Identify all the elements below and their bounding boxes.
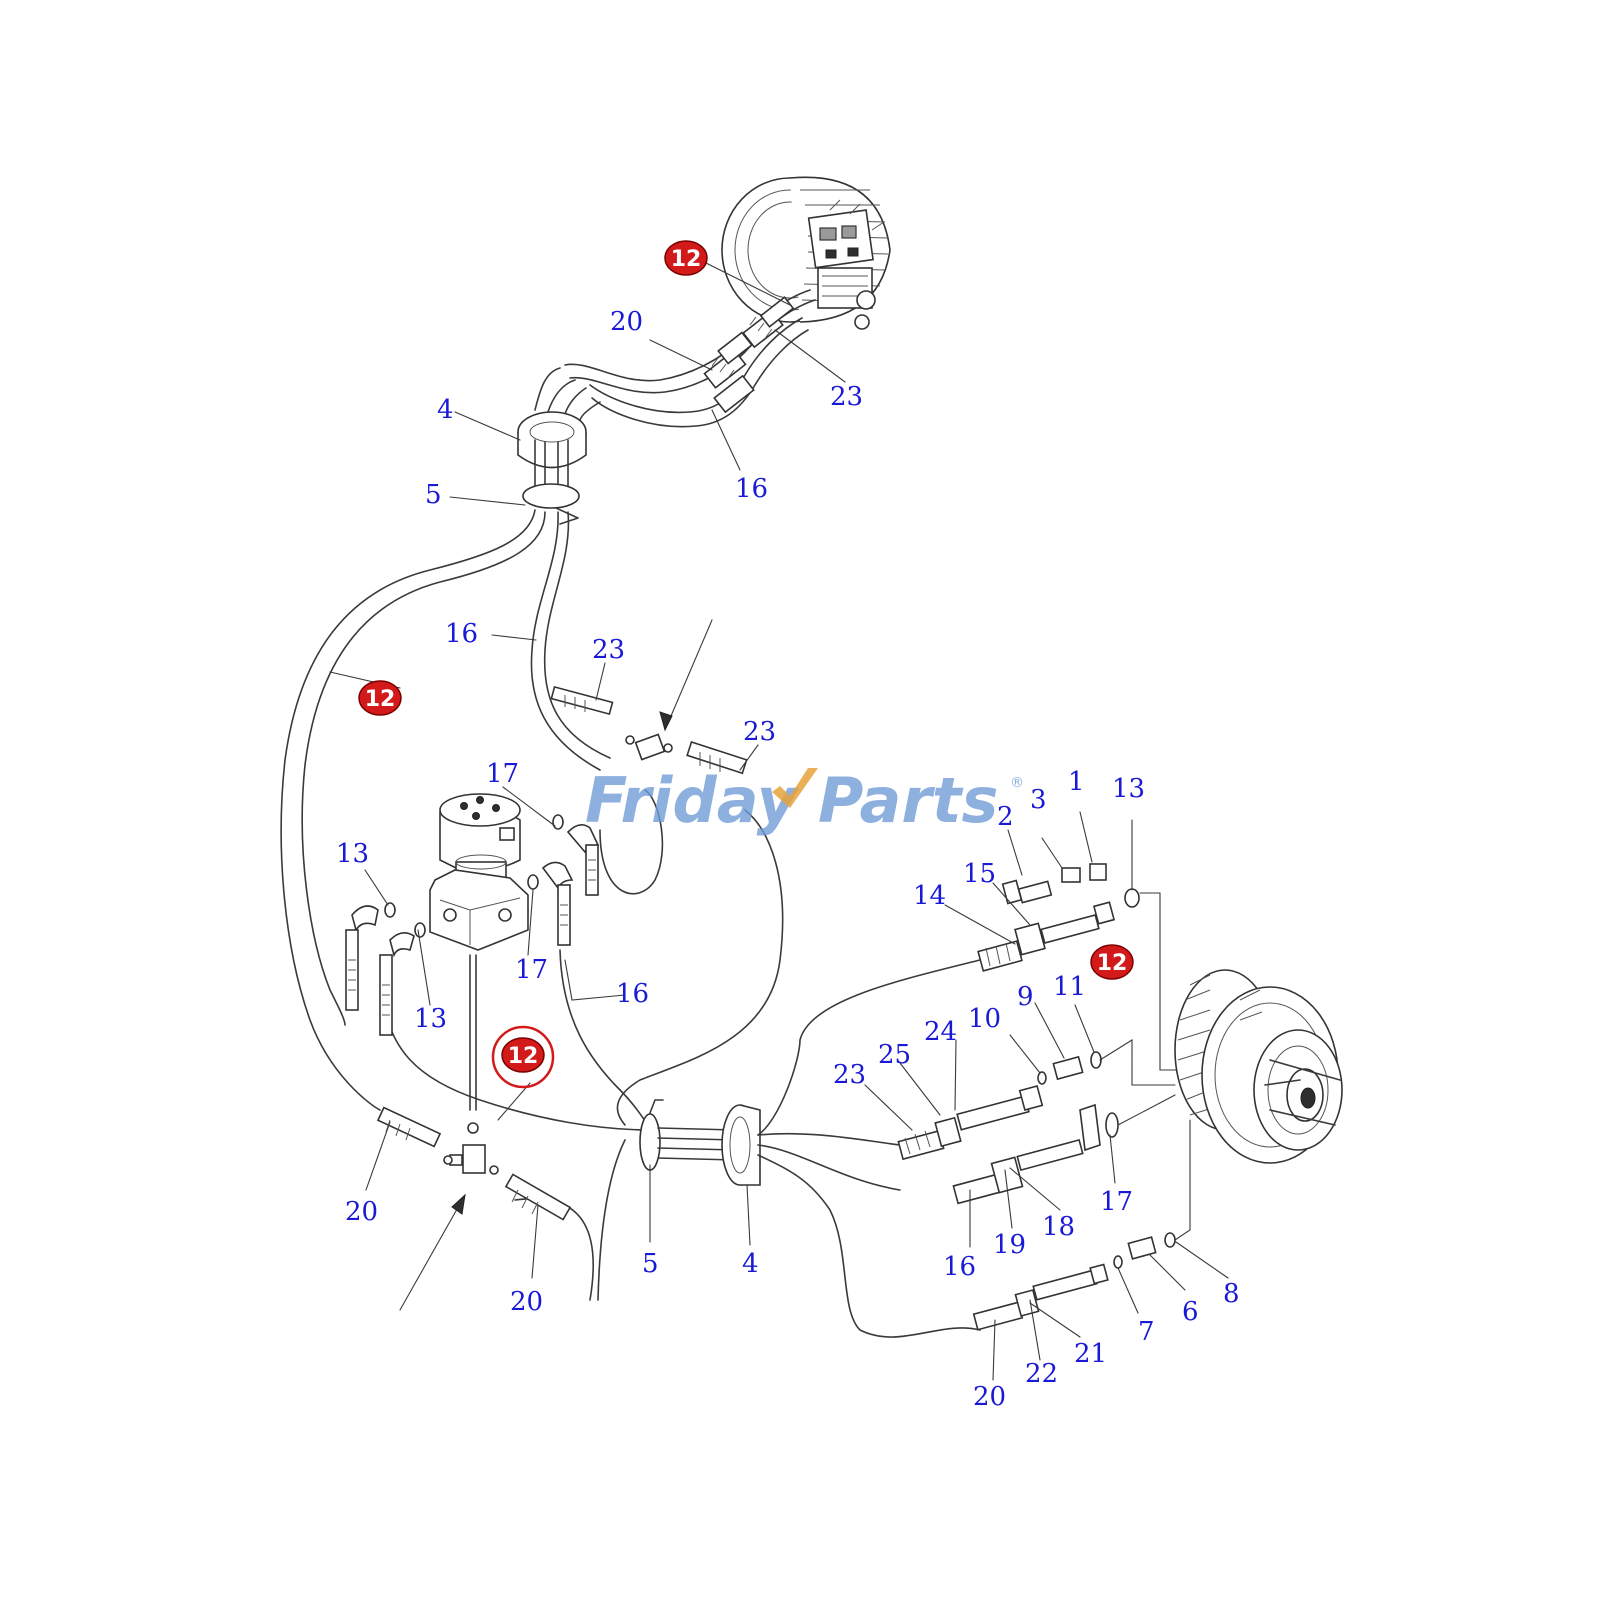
label-16: 16 <box>616 979 649 1009</box>
label-22: 22 <box>1025 1359 1058 1389</box>
label-24: 24 <box>924 1017 957 1047</box>
label-23: 23 <box>833 1060 866 1090</box>
label-25: 25 <box>878 1040 911 1070</box>
label-20: 20 <box>345 1197 378 1227</box>
lower-tee <box>376 1106 572 1311</box>
upper-clamps <box>517 411 587 525</box>
label-5: 5 <box>425 480 442 510</box>
label-15: 15 <box>963 859 996 889</box>
lower-clamps <box>639 959 981 1338</box>
leader-lines <box>329 259 1229 1381</box>
label-2: 2 <box>997 802 1014 832</box>
label-17: 17 <box>486 759 519 789</box>
watermark: Friday Parts ® <box>585 764 1024 837</box>
label-17: 17 <box>515 955 548 985</box>
left-fittings <box>345 902 426 1036</box>
label-6: 6 <box>1182 1297 1199 1327</box>
label-4: 4 <box>437 395 454 425</box>
label-13: 13 <box>414 1004 447 1034</box>
badge-12-top: 12 <box>664 240 708 276</box>
part-labels: 20 23 4 16 5 16 23 23 17 13 17 13 16 20 … <box>336 307 1240 1412</box>
label-13: 13 <box>1112 774 1145 804</box>
long-hoses <box>280 509 784 1301</box>
label-16: 16 <box>943 1252 976 1282</box>
right-assembly <box>897 863 1191 1331</box>
badge-12-text: 12 <box>671 247 702 272</box>
badge-12-text: 12 <box>365 687 396 712</box>
label-1: 1 <box>1068 767 1085 797</box>
label-16: 16 <box>445 619 478 649</box>
label-10: 10 <box>968 1004 1001 1034</box>
watermark-brand-left: Friday <box>585 764 800 837</box>
label-20: 20 <box>610 307 643 337</box>
badge-12-left: 12 <box>358 680 402 716</box>
label-18: 18 <box>1042 1212 1075 1242</box>
bottom-travel-motor <box>1174 969 1343 1164</box>
watermark-check-icon <box>772 768 818 808</box>
top-travel-motor <box>721 176 891 330</box>
label-23: 23 <box>592 635 625 665</box>
badge-12-text: 12 <box>508 1044 539 1069</box>
center-valve <box>429 793 529 951</box>
part-12-badges: 12 12 12 12 <box>358 240 1134 1089</box>
label-11: 11 <box>1053 972 1086 1002</box>
label-20: 20 <box>510 1287 543 1317</box>
label-20: 20 <box>973 1382 1006 1412</box>
label-19: 19 <box>993 1230 1026 1260</box>
label-17: 17 <box>1100 1187 1133 1217</box>
label-13: 13 <box>336 839 369 869</box>
watermark-brand-right: Parts <box>818 764 998 837</box>
center-tee <box>550 619 748 775</box>
label-5: 5 <box>642 1249 659 1279</box>
label-3: 3 <box>1030 785 1047 815</box>
badge-12-circled: 12 <box>491 1025 555 1089</box>
label-23: 23 <box>743 717 776 747</box>
top-hoses <box>534 289 816 428</box>
label-8: 8 <box>1223 1279 1240 1309</box>
label-4: 4 <box>742 1249 759 1279</box>
watermark-registered-mark: ® <box>1010 775 1024 791</box>
label-23: 23 <box>830 382 863 412</box>
badge-12-right: 12 <box>1090 944 1134 980</box>
right-fittings <box>527 814 600 946</box>
badge-12-text: 12 <box>1097 951 1128 976</box>
label-16: 16 <box>735 474 768 504</box>
label-9: 9 <box>1017 982 1034 1012</box>
label-7: 7 <box>1138 1317 1155 1347</box>
label-21: 21 <box>1074 1339 1107 1369</box>
label-14: 14 <box>913 881 946 911</box>
